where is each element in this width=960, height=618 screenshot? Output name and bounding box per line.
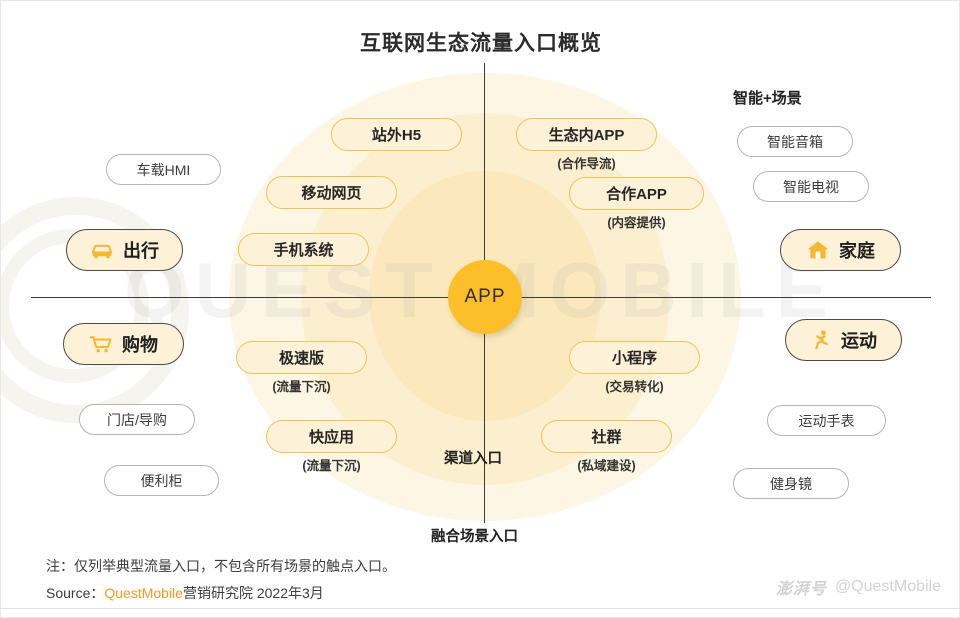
category-pill-shopping[interactable]: 购物: [63, 323, 184, 365]
entry-label: 社群: [591, 429, 622, 446]
entry-pill-mini-program[interactable]: 小程序: [569, 341, 700, 374]
category-pill-travel[interactable]: 出行: [66, 229, 183, 271]
center-app-node[interactable]: APP: [448, 260, 522, 334]
touchpoint-pill-fitness-mirror[interactable]: 健身镜: [733, 468, 849, 499]
footer-source-brand: QuestMobile: [104, 585, 183, 602]
footer-source-rest: 营销研究院 2022年3月: [182, 585, 324, 602]
touchpoint-label: 智能电视: [783, 178, 839, 195]
entry-pill-phone-system[interactable]: 手机系统: [238, 233, 369, 266]
entry-pill-ecosystem-app[interactable]: 生态内APP: [516, 118, 657, 151]
entry-caption-partner-app: (内容提供): [607, 216, 666, 230]
section-heading-smart-scene: 智能+场景: [733, 90, 802, 107]
car-icon: [90, 240, 114, 260]
entry-pill-zhanwai-h5[interactable]: 站外H5: [331, 118, 462, 151]
touchpoint-label: 便利柜: [140, 472, 183, 489]
entry-caption-lite-version: (流量下沉): [272, 380, 331, 394]
category-label: 购物: [122, 335, 158, 355]
corner-watermark: 澎湃号 @QuestMobile: [776, 575, 941, 599]
entry-pill-lite-version[interactable]: 极速版: [236, 341, 367, 374]
category-label: 家庭: [839, 241, 875, 261]
footer-note: 注：仅列举典型流量入口，不包含所有场景的触点入口。: [46, 558, 396, 574]
touchpoint-label: 运动手表: [798, 412, 855, 429]
category-pill-sports[interactable]: 运动: [785, 319, 902, 361]
entry-label: 站外H5: [371, 127, 422, 144]
entry-caption-community: (私域建设): [577, 459, 636, 473]
touchpoint-pill-smart-tv[interactable]: 智能电视: [753, 171, 869, 202]
touchpoint-pill-sports-watch[interactable]: 运动手表: [767, 405, 886, 436]
touchpoint-label: 门店/导购: [107, 411, 167, 428]
touchpoint-label: 智能音箱: [767, 133, 823, 150]
entry-pill-quick-app[interactable]: 快应用: [266, 420, 397, 453]
entry-label: 快应用: [308, 429, 354, 446]
entry-caption-quick-app: (流量下沉): [302, 459, 361, 473]
touchpoint-pill-store-guide[interactable]: 门店/导购: [79, 404, 195, 435]
entry-pill-community[interactable]: 社群: [541, 420, 672, 453]
entry-label: 移动网页: [301, 185, 362, 202]
entry-label: 生态内APP: [548, 127, 625, 144]
touchpoint-label: 健身镜: [770, 475, 812, 492]
touchpoint-pill-smart-speaker[interactable]: 智能音箱: [737, 126, 853, 157]
footer-source: Source：QuestMobile营销研究院 2022年3月: [46, 580, 606, 607]
footer-source-prefix: Source：: [46, 585, 105, 602]
axis-label-channel-entry: 渠道入口: [444, 451, 502, 467]
footer-divider: [1, 608, 959, 609]
footer: 注：仅列举典型流量入口，不包含所有场景的触点入口。 Source：QuestMo…: [46, 553, 606, 608]
entry-label: 合作APP: [606, 186, 667, 203]
corner-watermark-brand: 澎湃号: [775, 581, 827, 598]
entry-label: 极速版: [278, 350, 324, 367]
house-icon: [806, 239, 830, 261]
center-app-label: APP: [464, 286, 506, 307]
entry-label: 手机系统: [273, 242, 334, 259]
touchpoint-label: 车载HMI: [136, 161, 191, 178]
entry-pill-mobile-web[interactable]: 移动网页: [266, 176, 397, 209]
touchpoint-pill-car-hmi[interactable]: 车载HMI: [106, 154, 221, 185]
entry-label: 小程序: [611, 350, 657, 367]
running-icon: [810, 329, 832, 351]
category-label: 出行: [123, 241, 159, 261]
axis-label-fusion-scene-entry: 融合场景入口: [431, 529, 518, 545]
category-pill-home[interactable]: 家庭: [780, 229, 901, 271]
corner-watermark-handle: @QuestMobile: [834, 578, 941, 595]
entry-caption-ecosystem-app: (合作导流): [557, 157, 616, 171]
entry-pill-partner-app[interactable]: 合作APP: [569, 177, 704, 210]
category-label: 运动: [841, 331, 877, 351]
entry-caption-mini-program: (交易转化): [605, 380, 664, 394]
cart-icon: [89, 334, 113, 354]
page-title: 互联网生态流量入口概览: [360, 32, 602, 55]
touchpoint-pill-convenience-locker[interactable]: 便利柜: [104, 465, 219, 496]
